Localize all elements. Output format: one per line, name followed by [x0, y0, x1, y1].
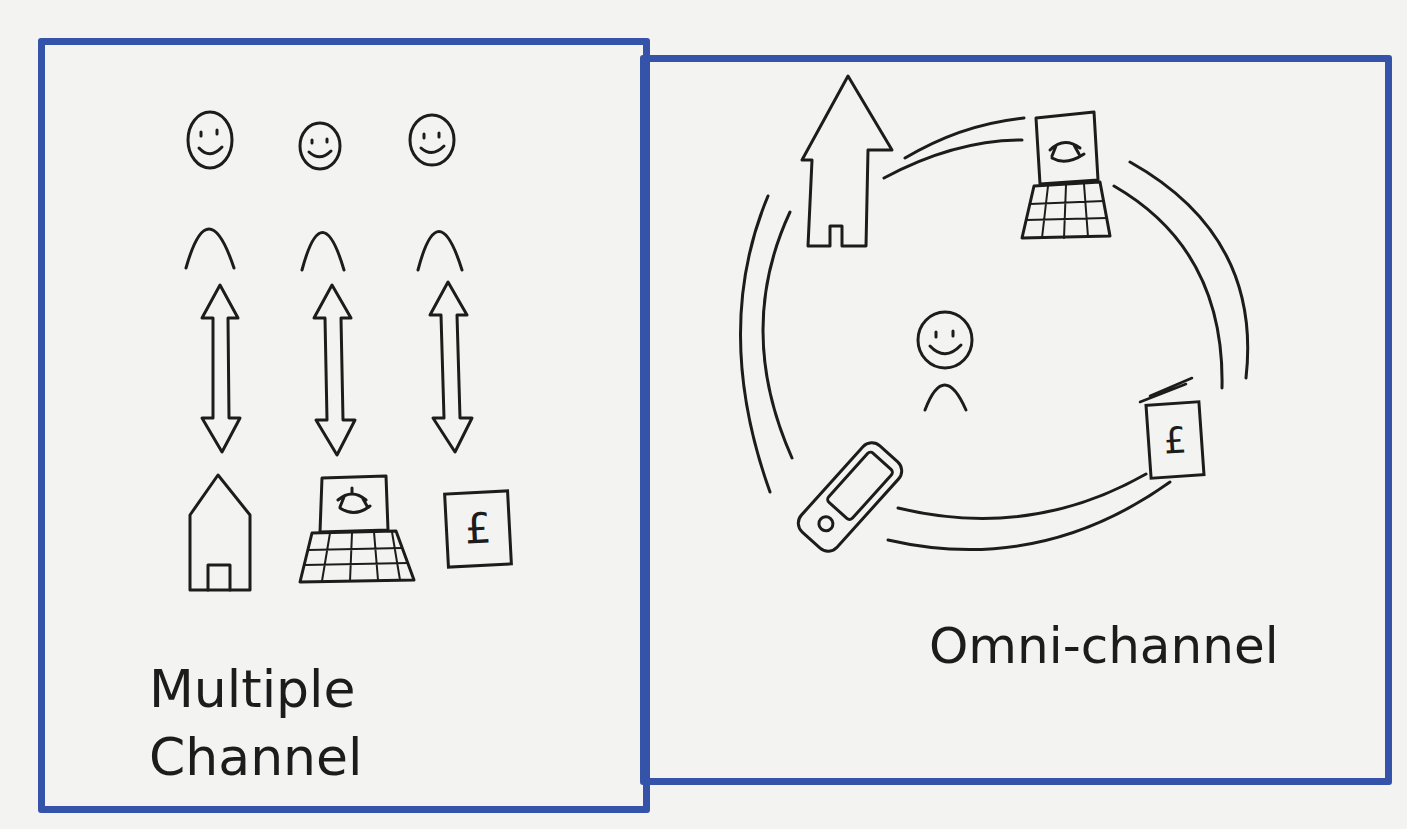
- keyboard-grid: [305, 532, 408, 581]
- phone-body: [793, 438, 906, 556]
- channel-panel: Omni-channel £: [640, 55, 1392, 785]
- person-face: [421, 133, 444, 153]
- double-arrow: [314, 285, 355, 455]
- sketch-strokes: [186, 76, 1248, 590]
- laptop-doodle: [1050, 142, 1084, 161]
- cycle-arc: [1130, 162, 1248, 378]
- cycle-arc: [763, 212, 792, 458]
- cycle-arc: [1114, 186, 1222, 388]
- person-head: [410, 115, 454, 165]
- document-fold: [1140, 378, 1192, 402]
- person-face: [309, 139, 331, 157]
- panel-title: Omni-channel: [929, 614, 1369, 679]
- money-document: £: [1144, 400, 1205, 480]
- person-shoulders: [418, 232, 462, 271]
- laptop-keyboard: [300, 531, 414, 582]
- person-shoulders: [925, 385, 966, 410]
- person-face: [199, 130, 222, 154]
- person-head: [300, 123, 340, 169]
- double-arrow: [430, 282, 472, 452]
- person-shoulders: [302, 233, 344, 271]
- phone-button: [816, 514, 836, 534]
- cycle-arc: [905, 118, 1024, 158]
- house-door: [208, 565, 230, 590]
- phone-screen: [826, 451, 894, 521]
- laptop-screen: [1036, 112, 1098, 184]
- currency-symbol: £: [1162, 417, 1188, 463]
- currency-symbol: £: [463, 502, 492, 556]
- person-face: [930, 331, 961, 354]
- double-arrow: [202, 285, 240, 452]
- person-head: [188, 112, 232, 168]
- cycle-arc: [898, 474, 1146, 518]
- laptop-doodle: [338, 488, 370, 513]
- person-head: [918, 312, 972, 368]
- money-document: £: [443, 489, 513, 568]
- person-shoulders: [186, 229, 234, 268]
- laptop-screen: [320, 476, 388, 532]
- channel-panel: Multiple Channel £: [38, 38, 650, 813]
- keyboard-grid: [1026, 184, 1107, 238]
- laptop-keyboard: [1022, 182, 1110, 238]
- cycle-arc: [740, 196, 770, 492]
- mobile-phone: [793, 438, 906, 556]
- panel-title: Multiple Channel: [149, 655, 479, 791]
- cycle-arc: [888, 482, 1170, 550]
- store-house: [190, 475, 250, 590]
- store-house: [802, 76, 892, 246]
